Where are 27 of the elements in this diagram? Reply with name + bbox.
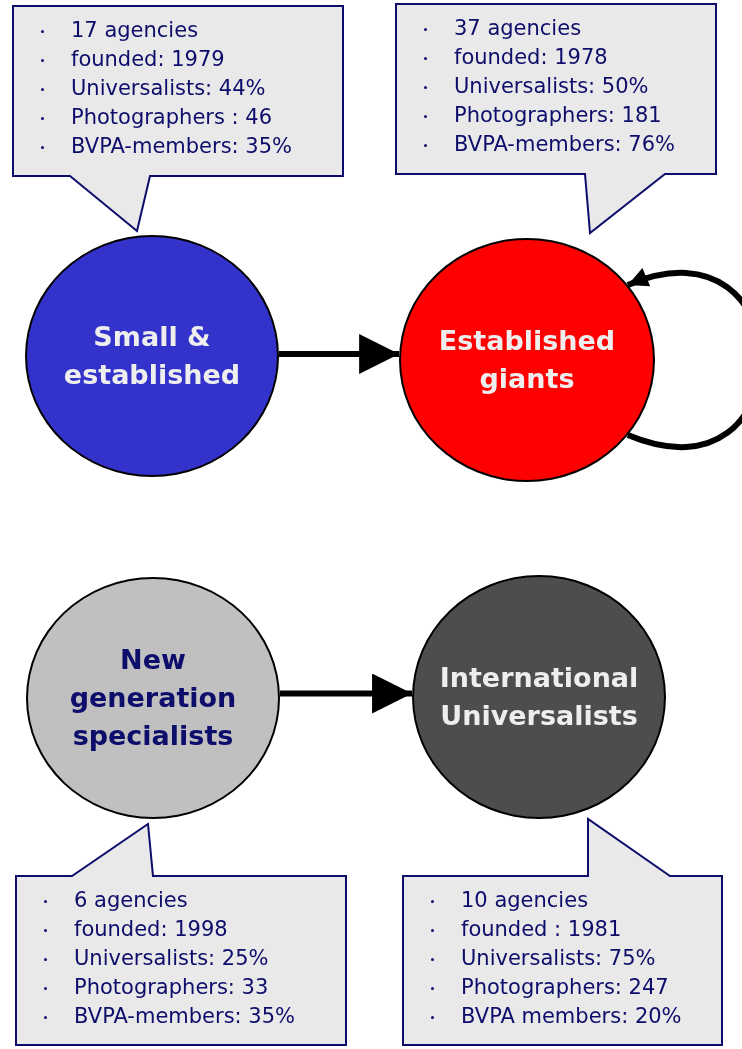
loop-arrow [627, 269, 742, 450]
stat-item: Photographers: 247 [461, 975, 669, 999]
arrow [279, 334, 400, 374]
stat-item: BVPA-members: 35% [74, 1004, 295, 1028]
stat-item: Photographers: 181 [454, 103, 662, 127]
stat-item: BVPA-members: 76% [454, 132, 675, 156]
stat-item: Universalists: 50% [454, 74, 649, 98]
stat-item: BVPA-members: 35% [71, 134, 292, 158]
arrow [279, 673, 413, 714]
stat-item: Universalists: 44% [71, 76, 266, 100]
circle-label: Established giants [437, 324, 617, 396]
stat-item: Photographers : 46 [71, 105, 273, 129]
stat-item: 10 agencies [461, 888, 589, 912]
circle-label: International Universalists [439, 661, 639, 733]
stat-item: BVPA members: 20% [461, 1004, 682, 1028]
circle-label: New generation specialists [68, 643, 238, 753]
stat-item: 17 agencies [71, 18, 199, 42]
stat-item: founded: 1978 [454, 45, 608, 69]
stat-item: founded : 1981 [461, 917, 622, 941]
stat-item: Universalists: 75% [461, 946, 656, 970]
stat-item: 6 agencies [74, 888, 188, 912]
stat-item: Universalists: 25% [74, 946, 269, 970]
stat-item: 37 agencies [454, 16, 582, 40]
stat-item: founded: 1979 [71, 47, 225, 71]
stat-item: Photographers: 33 [74, 975, 269, 999]
circle-label: Small & established [62, 320, 242, 392]
stat-item: founded: 1998 [74, 917, 228, 941]
